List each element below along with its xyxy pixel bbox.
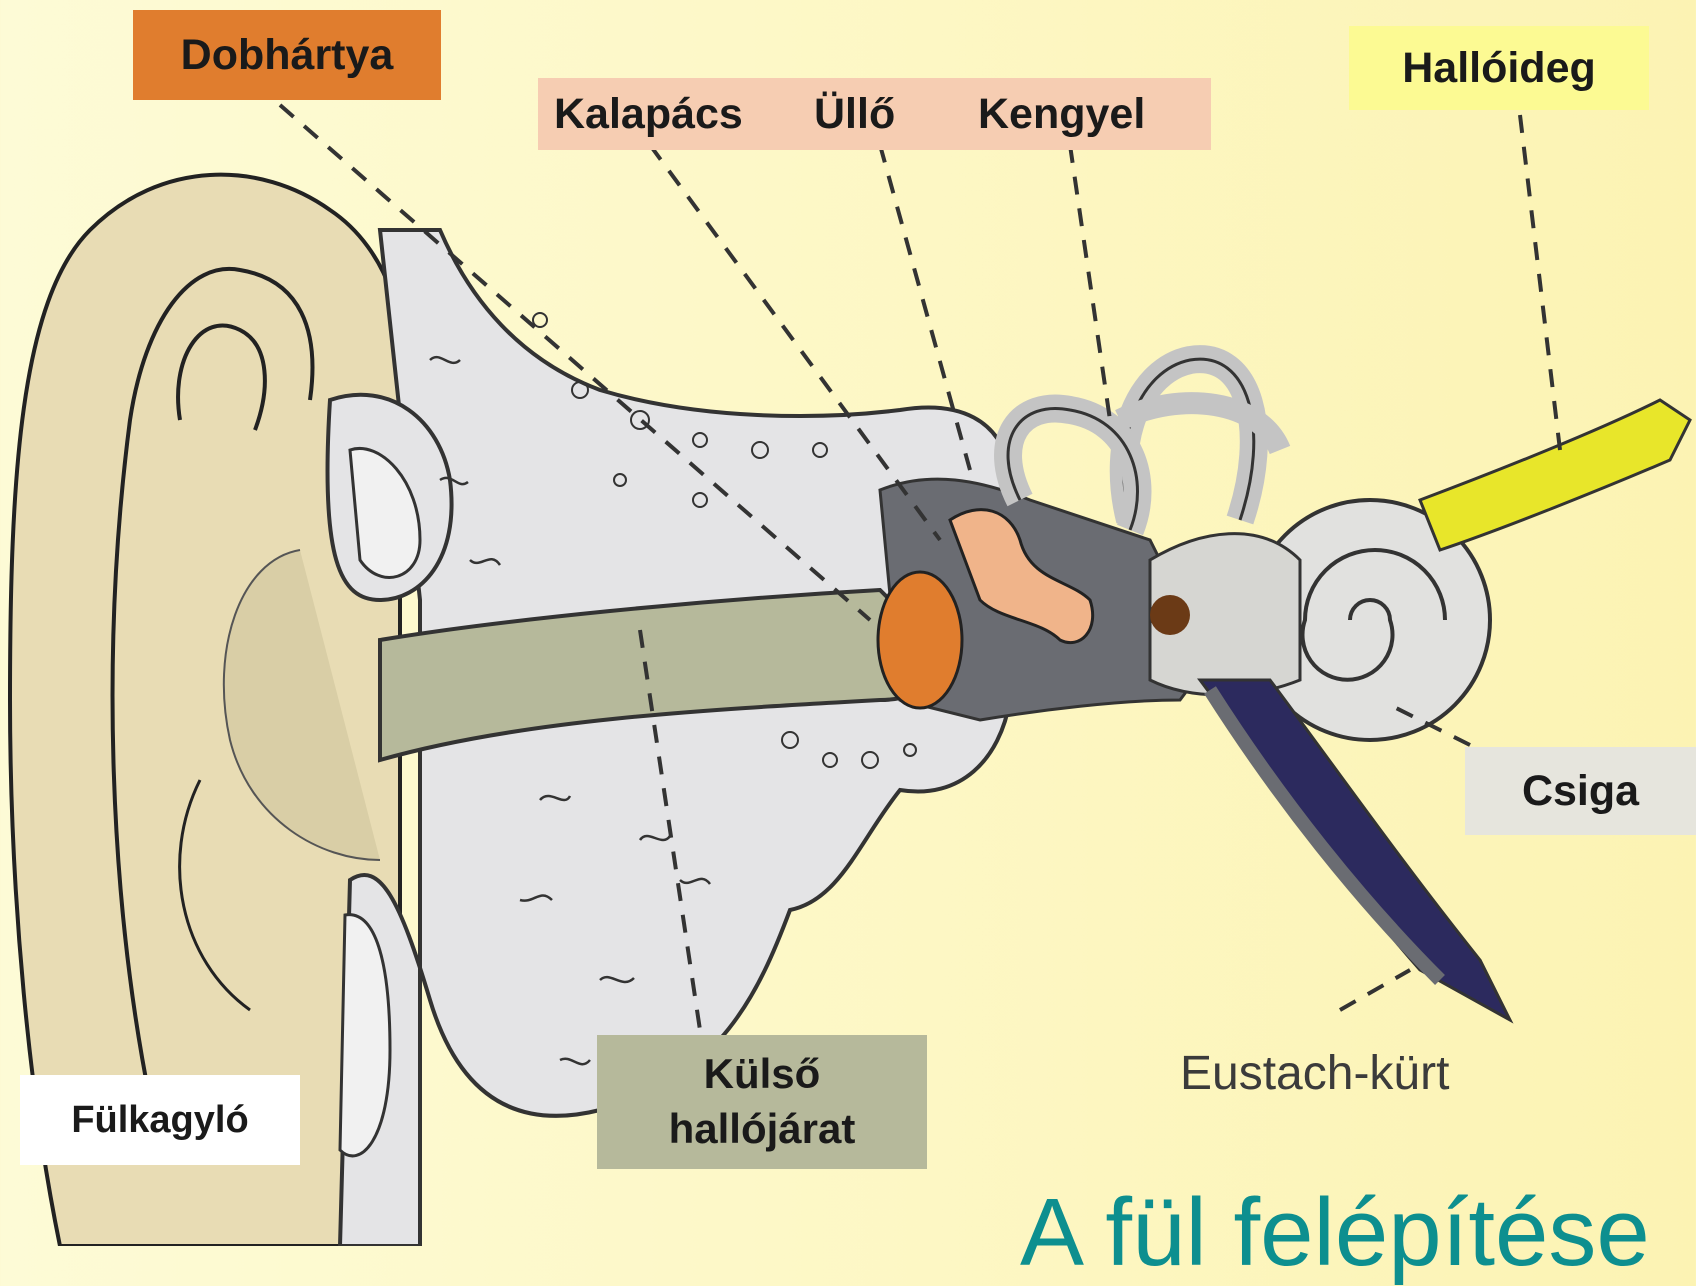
label-dobhartya: Dobhártya	[133, 10, 441, 100]
label-kulso-line2: hallójárat	[669, 1102, 856, 1157]
label-eustach-kurt: Eustach-kürt	[1180, 1050, 1449, 1098]
label-ullo: Üllő	[814, 78, 895, 150]
label-fulkagylo: Fülkagyló	[20, 1075, 300, 1165]
label-halloideg: Hallóideg	[1349, 26, 1649, 110]
label-kulso-hallojarat: Külső hallójárat	[597, 1035, 927, 1169]
label-kengyel: Kengyel	[978, 78, 1145, 150]
slide-title: A fül felépítése	[1020, 1185, 1650, 1281]
label-kalapacs: Kalapács	[554, 78, 743, 150]
eardrum	[878, 572, 962, 708]
auditory-nerve	[1420, 400, 1690, 550]
label-csiga: Csiga	[1465, 747, 1696, 835]
ossicles-label-box: Kalapács Üllő Kengyel	[538, 78, 1211, 150]
label-kulso-line1: Külső	[704, 1047, 821, 1102]
semicircular-canals	[1008, 359, 1280, 530]
